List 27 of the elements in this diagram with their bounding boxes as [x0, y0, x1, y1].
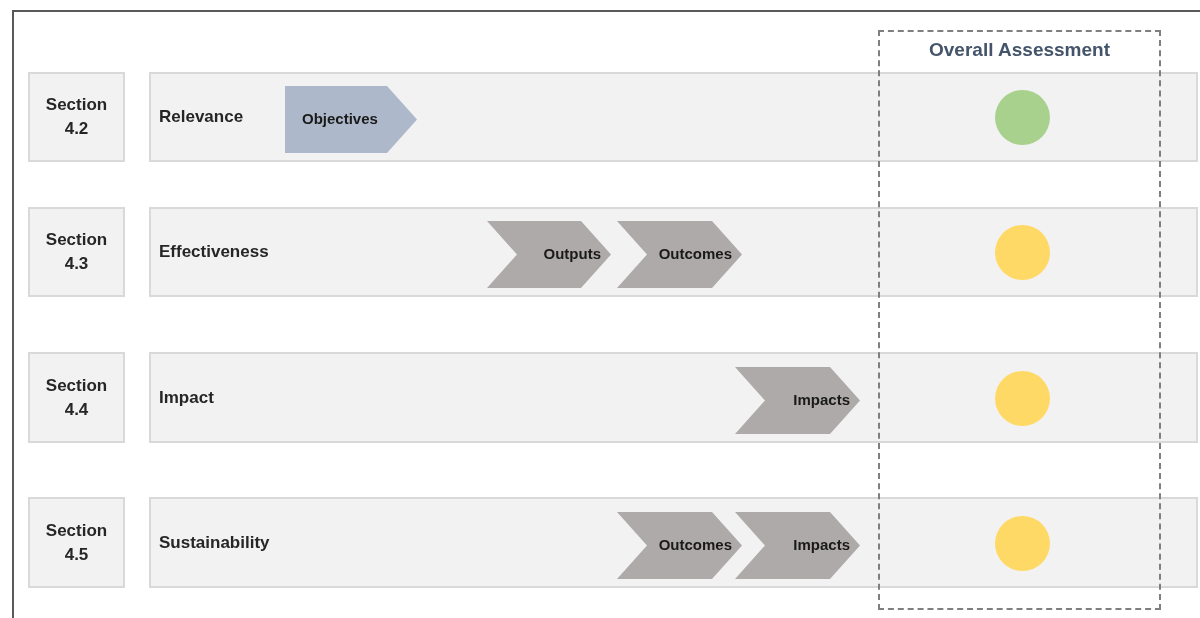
- column-heading: Overall Assessment: [929, 38, 1110, 62]
- criterion-band: [149, 352, 1198, 443]
- rating-circle: [995, 371, 1050, 426]
- section-box: [28, 497, 125, 588]
- chevron-label: Impacts: [793, 535, 850, 556]
- section-label: Section 4.5: [44, 519, 109, 566]
- chevron-label: Outputs: [543, 244, 601, 265]
- section-label: Section 4.3: [44, 229, 109, 275]
- chevron-label: Objectives: [302, 109, 378, 130]
- criterion-label: Impact: [159, 386, 214, 409]
- rating-circle: [995, 225, 1050, 280]
- criterion-band: [149, 497, 1198, 588]
- section-box: [28, 207, 125, 297]
- chevron-label: Outcomes: [658, 535, 732, 556]
- rating-circle: [995, 516, 1050, 571]
- criterion-band: [149, 207, 1198, 297]
- rating-circle: [995, 90, 1050, 145]
- criterion-label: Sustainability: [159, 531, 270, 554]
- criterion-label: Relevance: [159, 106, 244, 129]
- section-label: Section 4.4: [44, 374, 109, 421]
- chevron-label: Impacts: [793, 390, 850, 411]
- section-box: [28, 72, 125, 162]
- section-label: Section 4.2: [44, 94, 109, 140]
- chevron-label: Outcomes: [658, 244, 732, 265]
- criterion-label: Effectiveness: [159, 241, 269, 264]
- criterion-band: [149, 72, 1198, 162]
- section-box: [28, 352, 125, 443]
